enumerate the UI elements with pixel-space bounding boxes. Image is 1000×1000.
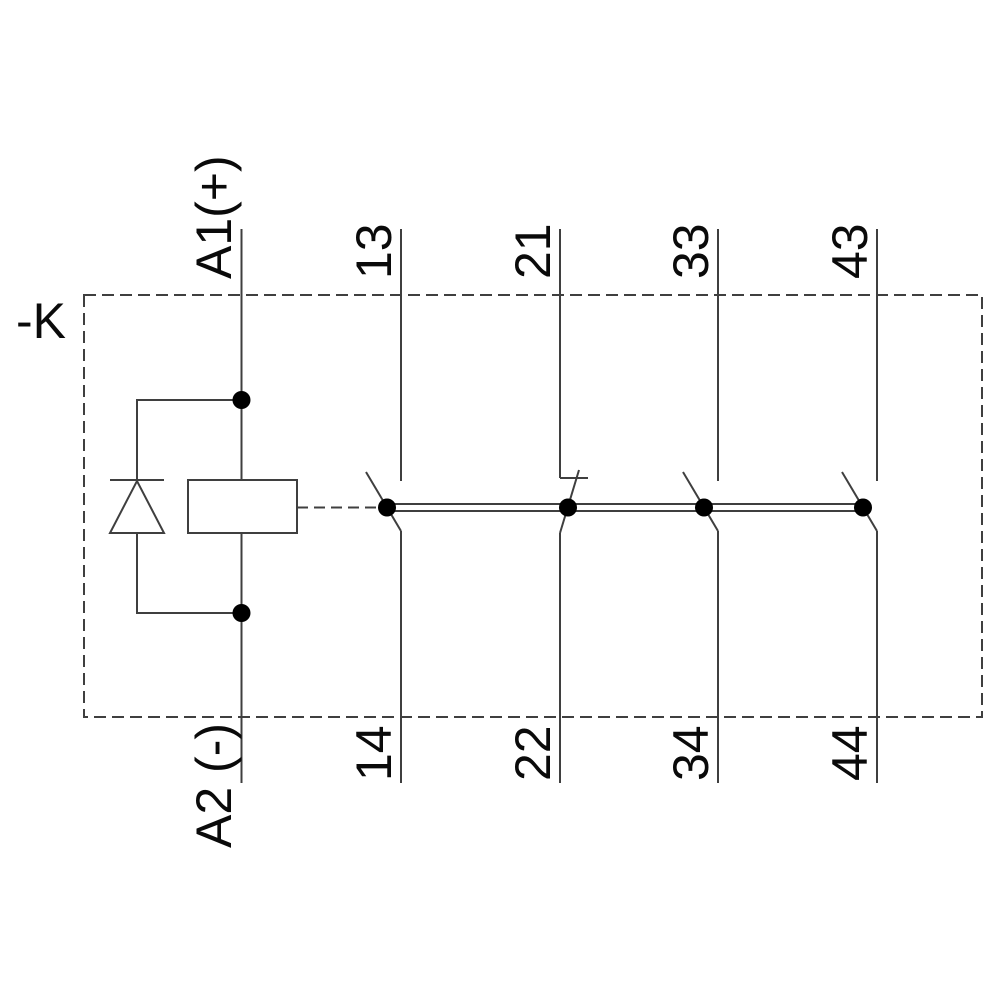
contact-group-43-44: 43 44 <box>822 223 878 783</box>
terminal-label-a1: A1(+) <box>186 155 242 279</box>
device-boundary-dashed-box <box>83 294 983 718</box>
contact-group-33-34: 33 34 <box>663 223 719 783</box>
contact-group-21-22: 21 22 <box>505 223 588 783</box>
contact-linkage-dot <box>378 498 396 517</box>
suppression-diode-icon <box>108 478 166 534</box>
contact-group-13-14: 13 14 <box>346 223 402 783</box>
terminal-label-44: 44 <box>822 725 878 781</box>
diode-anode-triangle <box>108 478 166 534</box>
terminal-label-13: 13 <box>346 223 402 279</box>
diode-branch-wire-bottom <box>136 533 242 614</box>
terminal-label-14: 14 <box>346 725 402 781</box>
terminal-label-21: 21 <box>505 223 561 279</box>
terminal-label-22: 22 <box>505 725 561 781</box>
terminal-label-43: 43 <box>822 223 878 279</box>
device-designation-label: -K <box>16 293 66 349</box>
contact-linkage-dot <box>559 498 577 517</box>
terminal-label-a2: A2 (-) <box>186 723 242 848</box>
terminal-label-33: 33 <box>663 223 719 279</box>
junction-dot-a1 <box>232 391 251 409</box>
contact-linkage-dot <box>854 498 872 517</box>
contact-linkage-dot <box>695 498 713 517</box>
junction-dot-a2 <box>232 604 251 622</box>
coil-symbol <box>187 479 298 534</box>
terminal-label-34: 34 <box>663 725 719 781</box>
coil-branch: A1(+) A2 (-) <box>108 155 298 848</box>
diode-branch-wire-top <box>136 399 242 480</box>
